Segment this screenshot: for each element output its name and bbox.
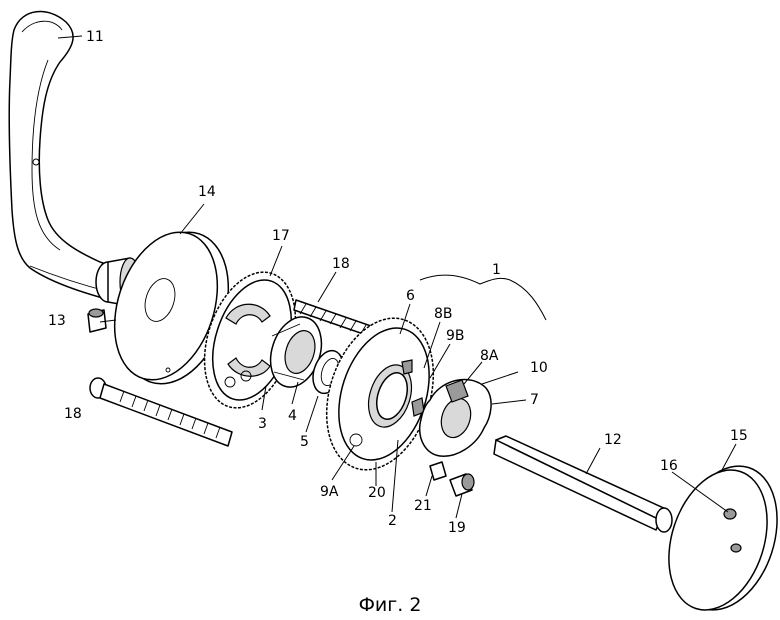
label-1: 1 — [492, 262, 501, 278]
label-10: 10 — [530, 360, 548, 376]
label-17: 17 — [272, 228, 290, 244]
part-labels: 11 14 13 17 18 18 3 4 5 9A 20 2 6 8B 9B … — [48, 29, 748, 536]
back-rosette-part-15 — [668, 465, 778, 611]
nut-part-13 — [87, 308, 107, 333]
label-11: 11 — [86, 29, 104, 45]
gear-wheel-part-6 — [325, 317, 435, 471]
pin-part-21 — [429, 461, 447, 481]
label-15: 15 — [730, 428, 748, 444]
label-8B: 8B — [434, 306, 453, 322]
label-7: 7 — [530, 392, 539, 408]
label-4: 4 — [288, 408, 297, 424]
label-18-upper: 18 — [332, 256, 350, 272]
label-16: 16 — [660, 458, 678, 474]
group-bracket-1 — [419, 274, 547, 321]
label-9A: 9A — [320, 484, 339, 500]
label-12: 12 — [604, 432, 622, 448]
label-8A: 8A — [480, 348, 499, 364]
label-18-lower: 18 — [64, 406, 82, 422]
label-6: 6 — [406, 288, 415, 304]
cam-plate-part-7 — [418, 378, 492, 457]
label-21: 21 — [414, 498, 432, 514]
lever-handle-part-11 — [8, 10, 119, 301]
label-13: 13 — [48, 313, 66, 329]
front-rosette-part-14 — [113, 231, 230, 385]
label-5: 5 — [300, 434, 309, 450]
label-2: 2 — [388, 513, 397, 529]
screw-part-18-lower — [89, 377, 233, 447]
label-9B: 9B — [446, 328, 465, 344]
label-14: 14 — [198, 184, 216, 200]
spindle-part-12 — [493, 435, 673, 533]
screw-part-19 — [449, 473, 475, 497]
label-20: 20 — [368, 485, 386, 501]
figure-caption: Фиг. 2 — [359, 594, 422, 616]
label-3: 3 — [258, 416, 267, 432]
label-19: 19 — [448, 520, 466, 536]
leader-lines — [57, 35, 737, 519]
